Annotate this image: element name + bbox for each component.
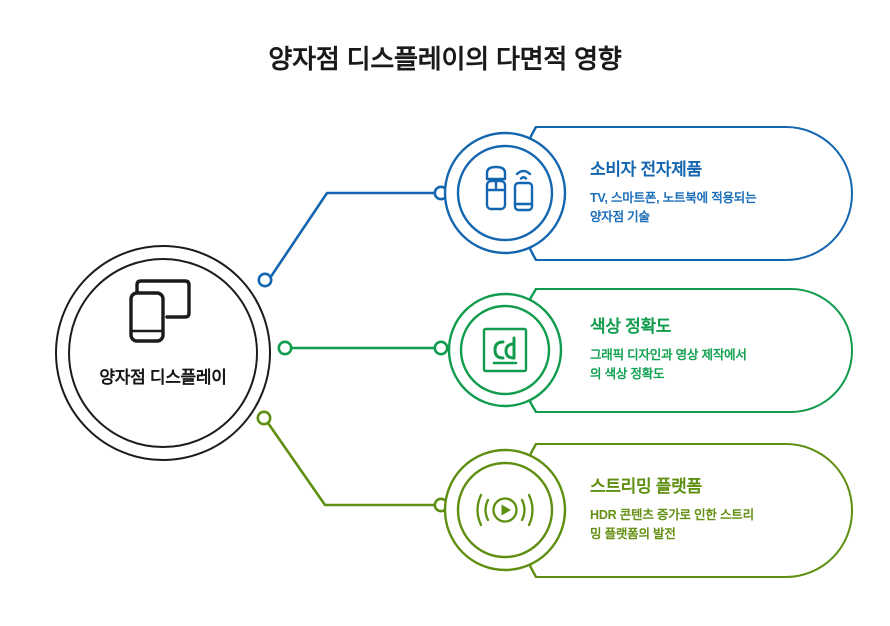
branch-card-body-2 — [535, 288, 853, 413]
branch-description-1: TV, 스마트폰, 노트북에 적용되는 양자점 기술 — [590, 190, 757, 224]
branch-badge-1 — [443, 131, 567, 255]
cd-color-swatch-icon — [482, 327, 528, 373]
branch-badge-3 — [443, 448, 567, 572]
smart-speaker-phone-wifi-icon — [485, 165, 534, 212]
branch-color-accuracy[interactable]: 색상 정확도 그래픽 디자인과 영상 제작에서 의 색상 정확도 — [443, 288, 853, 413]
hub-outer-ring — [55, 245, 271, 461]
hub-node[interactable]: 양자점 디스플레이 — [55, 245, 275, 465]
branch-badge-2 — [447, 292, 563, 408]
connector-branch-1 — [257, 185, 449, 288]
hub-label: 양자점 디스플레이 — [99, 368, 227, 387]
hub-inner-ring — [68, 258, 258, 448]
branch-card-body-1 — [535, 126, 853, 261]
branch-description-3: HDR 콘텐츠 증가로 인한 스트리 밍 플랫폼의 발전 — [590, 507, 754, 541]
branch-card-body-3 — [535, 443, 853, 578]
streaming-play-waves-icon — [476, 493, 534, 527]
branch-heading-3: 스트리밍 플랫폼 — [590, 477, 702, 497]
branch-heading-1: 소비자 전자제품 — [590, 160, 702, 180]
branch-text-2: 색상 정확도 그래픽 디자인과 영상 제작에서 의 색상 정확도 — [590, 288, 831, 413]
page-title: 양자점 디스플레이의 다면적 영향 — [268, 44, 622, 74]
branch-text-3: 스트리밍 플랫폼 HDR 콘텐츠 증가로 인한 스트리 밍 플랫폼의 발전 — [590, 443, 831, 578]
branch-streaming-platform[interactable]: 스트리밍 플랫폼 HDR 콘텐츠 증가로 인한 스트리 밍 플랫폼의 발전 — [443, 443, 853, 578]
branch-text-1: 소비자 전자제품 TV, 스마트폰, 노트북에 적용되는 양자점 기술 — [590, 126, 831, 261]
branch-consumer-electronics[interactable]: 소비자 전자제품 TV, 스마트폰, 노트북에 적용되는 양자점 기술 — [443, 126, 853, 261]
connector-branch-2 — [277, 340, 449, 356]
connector-branch-3 — [256, 410, 449, 513]
devices-screen-icon — [129, 279, 191, 343]
branch-heading-2: 색상 정확도 — [590, 317, 672, 337]
branch-description-2: 그래픽 디자인과 영상 제작에서 의 색상 정확도 — [590, 347, 747, 381]
